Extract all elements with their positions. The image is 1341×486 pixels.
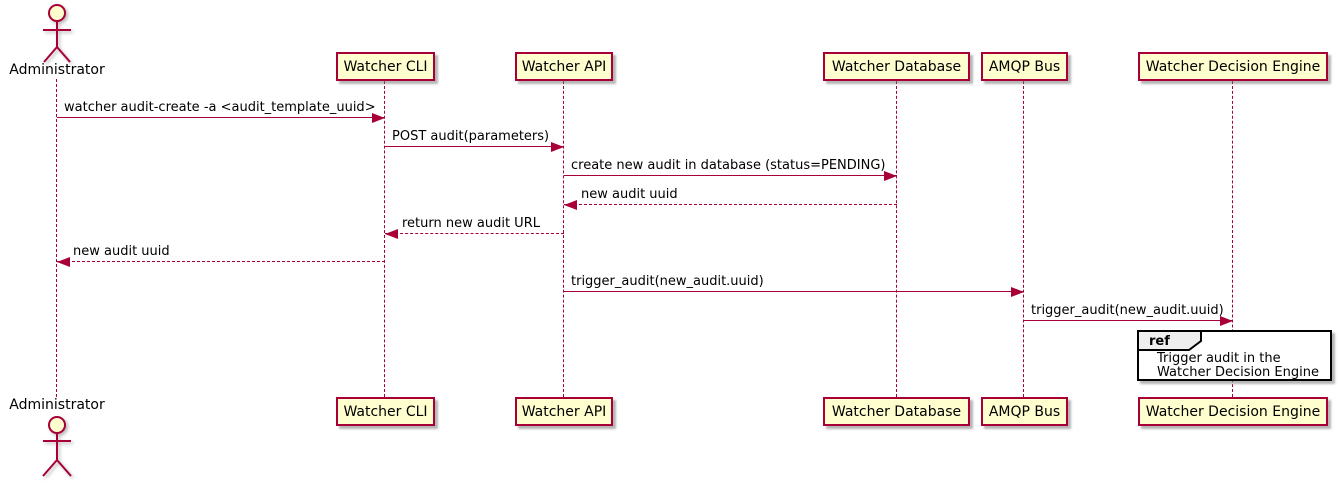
participant-box-top-watcher-decision-engine: Watcher Decision Engine <box>1138 52 1328 81</box>
participant-box-bottom-watcher-decision-engine: Watcher Decision Engine <box>1138 397 1328 426</box>
message-3-label: create new audit in database (status=PEN… <box>571 158 886 173</box>
message-2-line <box>385 142 564 152</box>
arrowhead-right-icon <box>551 142 564 152</box>
participant-box-bottom-watcher-cli: Watcher CLI <box>336 397 435 426</box>
message-3-line <box>564 171 897 181</box>
message-4-label: new audit uuid <box>581 187 678 202</box>
message-5-line <box>385 229 564 239</box>
actor-icon-bottom <box>42 416 72 477</box>
arrowhead-right-icon <box>372 113 385 123</box>
ref-frame: ref Trigger audit in the Watcher Decisio… <box>1137 330 1332 381</box>
message-7-line <box>564 287 1024 297</box>
arrowhead-left-icon <box>564 200 577 210</box>
message-2-label: POST audit(parameters) <box>392 129 550 144</box>
lifeline-watcher-database <box>896 81 897 397</box>
ref-tab-icon: ref <box>1137 330 1202 351</box>
message-4-line <box>564 200 897 210</box>
lifeline-administrator <box>56 79 57 397</box>
actor-icon-top <box>43 4 71 63</box>
lifeline-watcher-decision-engine <box>1232 81 1233 397</box>
message-1-label: watcher audit-create -a <audit_template_… <box>64 100 376 115</box>
participant-box-top-watcher-database: Watcher Database <box>823 52 970 81</box>
ref-text-line: Watcher Decision Engine <box>1157 365 1319 380</box>
participant-box-bottom-watcher-database: Watcher Database <box>823 397 970 426</box>
actor-label-bottom: Administrator <box>9 397 105 413</box>
arrowhead-right-icon <box>1220 316 1233 326</box>
actor-label-top: Administrator <box>9 62 105 78</box>
lifeline-amqp-bus <box>1023 81 1024 397</box>
ref-text-line: Trigger audit in the <box>1157 351 1281 366</box>
participant-box-top-watcher-cli: Watcher CLI <box>336 52 435 81</box>
participant-box-bottom-watcher-api: Watcher API <box>515 397 613 426</box>
ref-body: Trigger audit in the Watcher Decision En… <box>1157 352 1319 380</box>
message-6-label: new audit uuid <box>73 244 170 259</box>
arrowhead-left-icon <box>57 257 70 267</box>
message-8-label: trigger_audit(new_audit.uuid) <box>1031 303 1224 318</box>
lifeline-watcher-api <box>563 81 564 397</box>
arrowhead-left-icon <box>385 229 398 239</box>
message-6-line <box>57 257 385 267</box>
ref-tab-label: ref <box>1149 334 1170 349</box>
message-7-label: trigger_audit(new_audit.uuid) <box>571 274 764 289</box>
participant-box-top-watcher-api: Watcher API <box>515 52 613 81</box>
participant-box-bottom-amqp-bus: AMQP Bus <box>981 397 1068 426</box>
arrowhead-right-icon <box>884 171 897 181</box>
message-8-line <box>1024 316 1233 326</box>
message-1-line <box>57 113 385 123</box>
arrowhead-right-icon <box>1011 287 1024 297</box>
message-5-label: return new audit URL <box>402 216 540 231</box>
participant-box-top-amqp-bus: AMQP Bus <box>981 52 1068 81</box>
lifeline-watcher-cli <box>384 81 385 397</box>
